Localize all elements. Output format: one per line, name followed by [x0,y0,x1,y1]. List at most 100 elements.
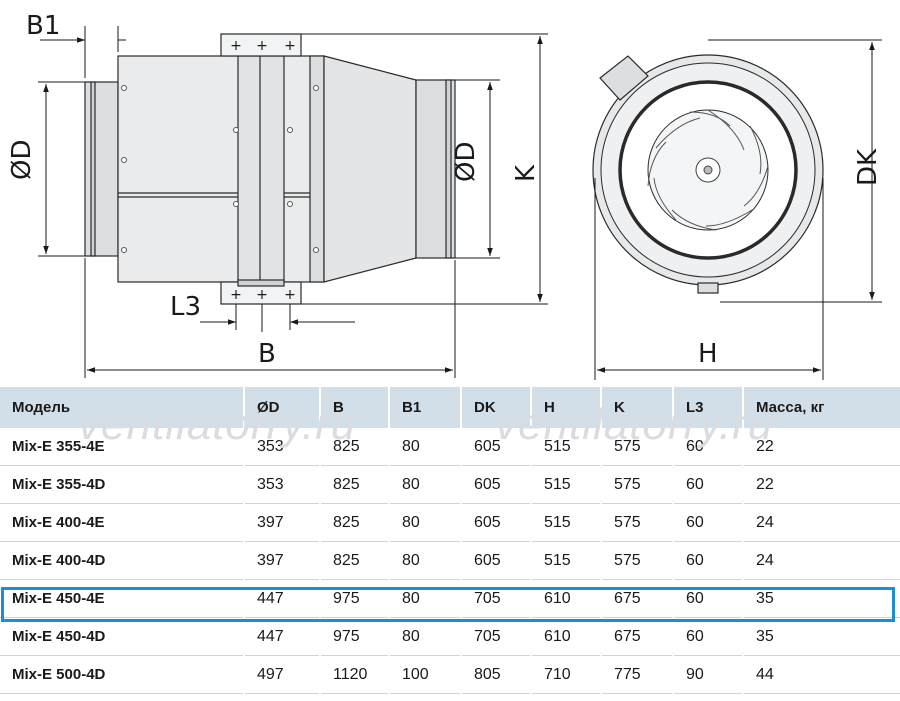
table-header: Модель ØD B B1 DK H K L3 Масса, кг [0,387,900,428]
cell-l3: 90 [673,655,744,694]
cell-h: 515 [531,428,602,466]
svg-text:+: + [284,287,296,303]
cell-b1: 80 [389,503,462,542]
cell-b: 825 [320,503,390,542]
cell-diameter: 353 [244,428,321,466]
cell-dk: 605 [461,465,532,504]
cell-diameter: 397 [244,503,321,542]
cell-b: 975 [320,617,390,656]
cell-h: 515 [531,503,602,542]
cell-diameter: 447 [244,579,321,618]
table-row: Mix-E 500-4D 497 1120 100 805 710 775 90… [0,655,900,694]
cell-k: 675 [601,617,674,656]
cell-b1: 80 [389,541,462,580]
bracket-bolts: + + + + + + [230,38,296,303]
header-diameter: ØD [244,387,321,428]
specs-table: Модель ØD B B1 DK H K L3 Масса, кг Mix-E… [0,387,900,694]
cell-mass: 24 [743,503,900,542]
cell-mass: 35 [743,579,900,618]
table-row: Mix-E 400-4D 397 825 80 605 515 575 60 2… [0,541,900,580]
table-row-highlighted: Mix-E 450-4E 447 975 80 705 610 675 60 3… [0,579,900,618]
cell-l3: 60 [673,465,744,504]
label-b1: B1 [26,11,60,41]
cell-h: 610 [531,617,602,656]
cell-mass: 22 [743,465,900,504]
cell-b: 825 [320,541,390,580]
side-view [84,33,456,305]
table-row: Mix-E 355-4E 353 825 80 605 515 575 60 2… [0,428,900,466]
cell-b1: 80 [389,428,462,466]
label-diameter-right: ØD [451,142,481,183]
cell-dk: 805 [461,655,532,694]
cell-k: 575 [601,541,674,580]
svg-text:+: + [256,287,268,303]
label-h: H [698,339,718,369]
cell-model: Mix-E 400-4E [0,503,245,542]
header-k: K [601,387,674,428]
cell-l3: 60 [673,428,744,466]
cell-diameter: 497 [244,655,321,694]
cell-mass: 22 [743,428,900,466]
label-dk: DK [853,148,883,186]
cell-h: 515 [531,541,602,580]
cell-model: Mix-E 450-4D [0,617,245,656]
impeller [647,109,769,231]
cell-dk: 705 [461,579,532,618]
cell-model: Mix-E 500-4D [0,655,245,694]
header-mass: Масса, кг [743,387,900,428]
cell-dk: 705 [461,617,532,656]
cell-mass: 35 [743,617,900,656]
cell-diameter: 353 [244,465,321,504]
cell-b: 1120 [320,655,390,694]
cell-l3: 60 [673,617,744,656]
cell-dk: 605 [461,428,532,466]
cell-k: 575 [601,465,674,504]
table-row: Mix-E 450-4D 447 975 80 705 610 675 60 3… [0,617,900,656]
header-h: H [531,387,602,428]
cell-b: 975 [320,579,390,618]
body-rivets [121,85,319,253]
svg-text:+: + [230,38,242,54]
cell-k: 575 [601,428,674,466]
cell-k: 775 [601,655,674,694]
cell-k: 675 [601,579,674,618]
front-view-dimensions [594,39,882,380]
label-b: B [258,339,276,369]
header-model: Модель [0,387,245,428]
svg-text:+: + [230,287,242,303]
technical-drawing: + + + + + + B1 ØD ØD [7,11,883,380]
cell-l3: 60 [673,541,744,580]
cell-h: 610 [531,579,602,618]
cell-b1: 80 [389,465,462,504]
header-dk: DK [461,387,532,428]
table-row: Mix-E 400-4E 397 825 80 605 515 575 60 2… [0,503,900,542]
header-l3: L3 [673,387,744,428]
cell-b: 825 [320,428,390,466]
cell-l3: 60 [673,579,744,618]
cell-b1: 80 [389,579,462,618]
cell-diameter: 397 [244,541,321,580]
cell-mass: 24 [743,541,900,580]
cell-dk: 605 [461,503,532,542]
cell-mass: 44 [743,655,900,694]
table-row: Mix-E 355-4D 353 825 80 605 515 575 60 2… [0,465,900,504]
cell-b: 825 [320,465,390,504]
svg-text:+: + [256,38,268,54]
cell-diameter: 447 [244,617,321,656]
cell-model: Mix-E 400-4D [0,541,245,580]
cell-dk: 605 [461,541,532,580]
cell-model: Mix-E 450-4E [0,579,245,618]
cell-b1: 80 [389,617,462,656]
cell-k: 575 [601,503,674,542]
svg-text:+: + [284,38,296,54]
header-b: B [320,387,390,428]
cell-model: Mix-E 355-4D [0,465,245,504]
cell-l3: 60 [673,503,744,542]
cell-model: Mix-E 355-4E [0,428,245,466]
cell-b1: 100 [389,655,462,694]
side-view-dimensions [38,26,548,378]
cell-h: 710 [531,655,602,694]
label-l3: L3 [170,292,201,322]
label-diameter-left: ØD [7,140,37,181]
cell-h: 515 [531,465,602,504]
